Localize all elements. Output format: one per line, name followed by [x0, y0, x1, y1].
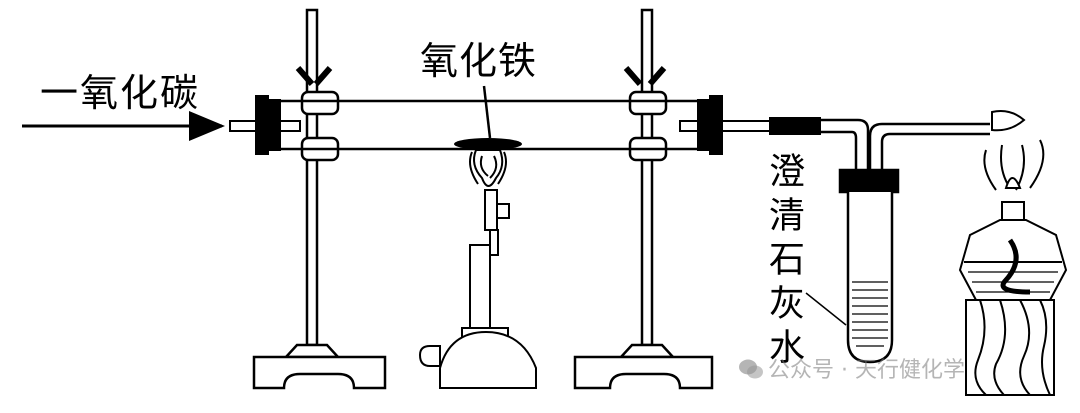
- right-stopper: [680, 96, 820, 154]
- left-stopper: [230, 96, 300, 154]
- exhaust-tube: [870, 124, 990, 170]
- iron-oxide-powder: [454, 86, 522, 150]
- right-iron-stand: [575, 10, 712, 388]
- limewater-label: 澄清石灰水: [760, 152, 807, 372]
- alcohol-blast-lamp: [420, 150, 536, 388]
- carbon-monoxide-label: 一氧化碳: [40, 62, 200, 117]
- ferric-oxide-label: 氧化铁: [420, 30, 537, 85]
- tail-gas-lamp: [960, 111, 1066, 300]
- watermark-text: 公众号 · 天行健化学: [768, 358, 965, 383]
- watermark: 公众号 · 天行健化学: [738, 352, 965, 384]
- wechat-icon: [738, 358, 764, 380]
- test-tube: [806, 170, 898, 362]
- left-iron-stand: [254, 10, 385, 388]
- wooden-block: [966, 300, 1054, 395]
